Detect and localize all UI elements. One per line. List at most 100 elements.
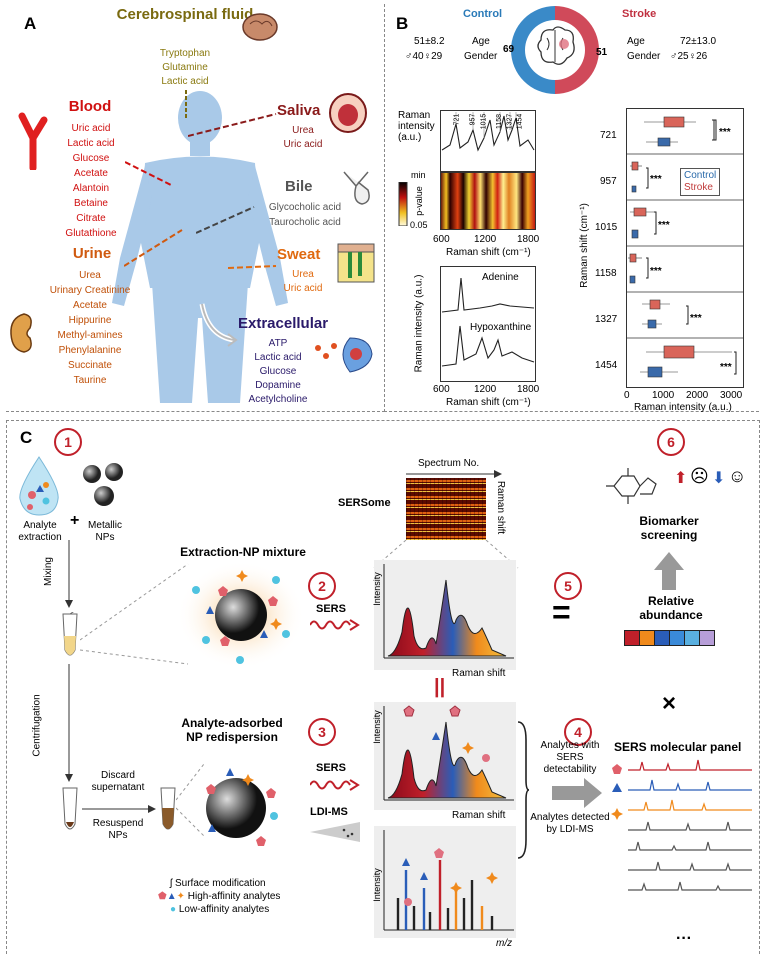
panel-c (6, 420, 760, 954)
legend-low: ● Low-affinity analytes (170, 904, 270, 915)
sweat-gland-icon (337, 243, 375, 283)
cohort-donut-chart (511, 6, 599, 94)
extracellular-item: Lactic acid (254, 352, 302, 363)
box-sig-1015: *** (658, 220, 670, 231)
urine-item: Hippurine (68, 315, 112, 326)
top-xtick-1800: 1800 (517, 234, 540, 245)
peak-1015: 1015 (480, 113, 488, 130)
p-value-heatmap (440, 172, 536, 230)
gender-label-right: Gender (627, 51, 661, 62)
bile-list: Glycocholic acid Taurocholic acid (250, 200, 360, 230)
happy-face-icon: ☺ (728, 466, 747, 486)
sers-wave-bottom (310, 779, 360, 791)
urine-item: Methyl-amines (57, 330, 123, 341)
extracellular-list: ATP Lactic acid Glucose Dopamine Acetylc… (238, 337, 318, 407)
control-male-count: 40 (412, 51, 424, 62)
peak-1327: 1327 (506, 113, 514, 130)
box-sig-1327: *** (690, 313, 702, 324)
mixing-arrow (65, 540, 73, 608)
box-xtick-0: 0 (624, 390, 630, 401)
box-xlabel: Raman intensity (a.u.) (634, 402, 732, 413)
series-hypoxanthine: Hypoxanthine (470, 322, 532, 333)
stroke-age: 72±13.0 (680, 36, 717, 47)
metallic-nps-icon (83, 463, 123, 506)
box-plot (626, 108, 744, 388)
down-trend-icon: ⬇ (712, 470, 726, 487)
ldims-beam (310, 822, 360, 842)
stroke-count: 51 (596, 47, 608, 58)
mixture-tube-icon (62, 612, 78, 656)
sers-label-top: SERS (316, 603, 346, 615)
extraction-np-mixture (177, 561, 305, 669)
relative-abundance-label: Relative abundance (639, 594, 703, 622)
control-gender: ♂40♀29 (405, 51, 443, 62)
analyte-adsorbed-np (206, 768, 278, 846)
control-female-count: 29 (431, 51, 443, 62)
urine-item: Taurine (73, 375, 107, 386)
peak-1454: 1454 (516, 113, 524, 130)
analytes-ldi-label: Analytes detected by LDI-MS (530, 812, 610, 835)
resuspended-tube-icon (160, 787, 176, 830)
sers-panel-title: SERS molecular panel (614, 740, 742, 754)
extracellular-item: Acetylcholine (248, 394, 308, 405)
panel-a-label: A (24, 14, 37, 33)
saliva-item: Urea (292, 125, 314, 136)
step-6-badge: 6 (657, 428, 685, 456)
extracellular-item: Dopamine (255, 380, 301, 391)
peak-957: 957 (469, 113, 477, 126)
top-xtick-600: 600 (433, 234, 450, 245)
blood-list: Uric acid Lactic acid Glucose Acetate Al… (48, 121, 134, 241)
box-row-957: 957 (600, 176, 617, 187)
blood-vessel-icon (18, 112, 48, 170)
stroke-title: Stroke (622, 8, 657, 20)
legend-high: ⬟▲✦ High-affinity analytes (158, 891, 281, 902)
abundance-colorbar (624, 630, 715, 646)
box-row-1015: 1015 (595, 222, 618, 233)
bottom-xtick-600: 600 (433, 384, 450, 395)
gender-label-left: Gender (464, 51, 498, 62)
urine-item: Urinary Creatinine (49, 285, 131, 296)
series-adenine: Adenine (482, 272, 519, 283)
sweat-item: Uric acid (283, 283, 323, 294)
pellet-tube-icon (62, 787, 78, 830)
extracellular-item: Glucose (259, 366, 297, 377)
p-value-colorbar (398, 182, 408, 226)
metallic-nps-label: Metallic NPs (88, 520, 122, 543)
redispersion-title: Analyte-adsorbed NP redispersion (181, 716, 283, 744)
csf-title: Cerebrospinal fluid (116, 6, 254, 23)
times-sign: × (662, 690, 677, 717)
bottom-xtick-1800: 1800 (517, 384, 540, 395)
extracellular-title: Extracellular (238, 315, 329, 332)
step-1-badge: 1 (54, 428, 82, 456)
control-count: 69 (503, 44, 515, 55)
up-trend-icon: ⬆ (674, 470, 688, 487)
panel-ellipsis: ··· (676, 930, 692, 947)
mixture-raman-shift-label: Raman shift (452, 668, 506, 679)
human-body-silhouette (112, 91, 288, 403)
resuspend-arrow (82, 805, 156, 813)
analyte-extraction-label: Analyte extraction (18, 520, 62, 543)
analyte-droplet-icon (19, 456, 59, 516)
panel-b-label: B (396, 14, 409, 33)
blood-item: Acetate (74, 168, 108, 179)
kidney-icon (10, 313, 32, 353)
box-xtick-1000: 1000 (652, 390, 675, 401)
saliva-list: Urea Uric acid (268, 124, 338, 152)
peak-1158: 1158 (496, 113, 504, 130)
sersome-zoom-lines (373, 540, 519, 569)
redispersion-raman-shift-label: Raman shift (452, 810, 506, 821)
legend-control: Control (684, 170, 717, 181)
right-brace (517, 721, 530, 859)
spectrum-no-arrow (406, 470, 502, 478)
age-label-right: Age (627, 36, 645, 47)
sersome-raman-shift: Raman shift (495, 480, 507, 535)
panel-c-label: C (20, 428, 33, 447)
csf-list: Tryptophan Glutamine Lactic acid (140, 47, 230, 89)
peak-721: 721 (453, 113, 461, 126)
blood-item: Alantoin (72, 183, 110, 194)
discard-label: Discard supernatant (91, 770, 145, 793)
blood-title: Blood (68, 98, 112, 115)
box-sig-1158: *** (650, 266, 662, 277)
box-row-1327: 1327 (595, 314, 618, 325)
panel-b (384, 4, 759, 412)
